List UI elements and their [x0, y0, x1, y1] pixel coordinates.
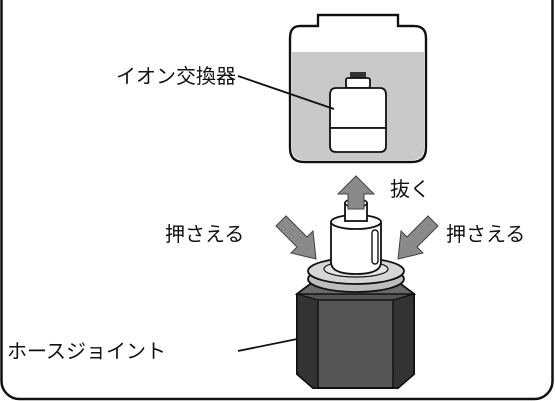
ion-exchanger-cartridge: [330, 198, 382, 275]
press-arrow-right: [397, 215, 439, 260]
hose-joint: [294, 281, 417, 389]
ion-exchanger-leader: [237, 75, 335, 110]
hose-joint-label: ホースジョイント: [7, 339, 166, 363]
press-right-label: 押さえる: [446, 222, 525, 246]
press-arrow-left: [275, 215, 317, 260]
ion-exchanger-label: イオン交換器: [116, 64, 236, 88]
press-left-label: 押さえる: [165, 222, 244, 246]
ion-exchanger-small: [329, 72, 387, 153]
pull-up-arrow: [336, 175, 376, 210]
pull-out-label: 抜く: [390, 177, 430, 201]
